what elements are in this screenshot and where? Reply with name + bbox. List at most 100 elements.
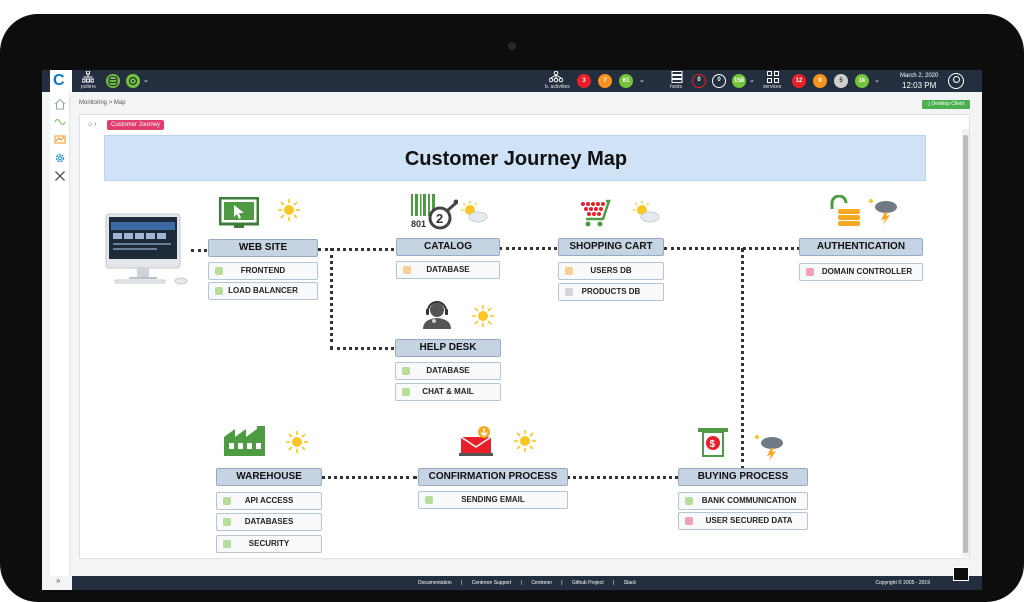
svg-text:$: $: [710, 439, 716, 450]
node-cart-item[interactable]: USERS DB: [558, 262, 664, 280]
administration-tools-icon[interactable]: [54, 170, 66, 182]
status-ok-dot: [223, 497, 231, 505]
status-critical-dot: [685, 517, 693, 525]
services-label: services: [763, 84, 782, 90]
pollers-icon[interactable]: [81, 70, 95, 85]
connector-line: [321, 476, 417, 479]
breadcrumb-separator: >: [108, 100, 113, 106]
scrollbar-thumb[interactable]: [963, 135, 968, 553]
database-status-icon[interactable]: [106, 74, 120, 88]
weather-partly-cloudy-icon: [461, 201, 488, 223]
node-warehouse-item[interactable]: DATABASES: [216, 513, 322, 531]
node-buying-item[interactable]: BANK COMMUNICATION: [678, 492, 808, 510]
status-ok-dot: [402, 388, 410, 396]
hosts-down-count[interactable]: 0: [692, 74, 706, 88]
footer-link-documentation[interactable]: Documentation: [418, 580, 452, 586]
desktop-client-label: Desktop Client: [931, 101, 965, 107]
footer-link-github[interactable]: Github Project: [571, 580, 604, 586]
configuration-gear-icon[interactable]: [54, 152, 66, 164]
screen: C pollers ⌄ b. activities 3 7 61 ⌄: [42, 70, 982, 590]
chevron-down-icon[interactable]: ⌄: [874, 77, 880, 84]
connector-line: [741, 248, 744, 470]
breadcrumb-map[interactable]: Map: [113, 100, 126, 106]
current-time: 12:03 PM: [902, 81, 937, 90]
footer-separator: |: [520, 580, 522, 586]
node-website-title[interactable]: WEB SITE: [208, 239, 318, 257]
fullscreen-icon[interactable]: [953, 567, 969, 581]
status-warning-dot: [565, 267, 573, 275]
node-auth-title[interactable]: AUTHENTICATION: [799, 238, 923, 256]
footer-link-centreon[interactable]: Centreon: [531, 580, 552, 586]
status-ok-dot: [223, 518, 231, 526]
pollers-label: pollers: [81, 84, 96, 90]
hosts-unreachable-count[interactable]: 0: [712, 74, 726, 88]
node-auth-item[interactable]: DOMAIN CONTROLLER: [799, 263, 923, 281]
hosts-up-count[interactable]: 158: [732, 74, 746, 88]
connector-line: [330, 248, 333, 349]
node-catalog-title[interactable]: CATALOG: [396, 238, 500, 256]
copyright-text: Copyright © 2005 - 2019: [875, 580, 930, 586]
node-helpdesk-item[interactable]: DATABASE: [395, 362, 501, 380]
breadcrumb-monitoring[interactable]: Monitoring: [79, 100, 108, 106]
monitoring-icon[interactable]: [54, 116, 66, 128]
node-website-item[interactable]: FRONTEND: [208, 262, 318, 280]
home-icon[interactable]: [54, 98, 66, 110]
customer-journey-tag[interactable]: Customer Journey: [107, 120, 165, 130]
node-warehouse-title[interactable]: WAREHOUSE: [216, 468, 322, 486]
status-ok-dot: [215, 267, 223, 275]
services-icon[interactable]: [767, 71, 779, 85]
top-bar: C pollers ⌄ b. activities 3 7 61 ⌄: [42, 70, 982, 92]
footer-separator: |: [561, 580, 563, 586]
status-ok-dot: [425, 496, 433, 504]
connector-line: [664, 247, 800, 250]
status-warning-dot: [403, 266, 411, 274]
chevron-down-icon[interactable]: ⌄: [749, 77, 755, 84]
breadcrumb: Monitoring > Map: [79, 100, 126, 106]
map-title-banner: Customer Journey Map: [104, 135, 926, 181]
footer-links: Documentation | Centreon Support | Centr…: [72, 580, 982, 586]
node-confirmation-item[interactable]: SENDING EMAIL: [418, 491, 568, 509]
centreon-logo[interactable]: C: [50, 70, 72, 92]
poller-status-icon[interactable]: [126, 74, 140, 88]
chevron-down-icon[interactable]: ⌄: [143, 77, 149, 84]
shopping-cart-icon: [578, 199, 618, 234]
footer-link-support[interactable]: Centreon Support: [471, 580, 512, 586]
confirmation-mail-icon: [458, 425, 494, 462]
node-catalog-item[interactable]: DATABASE: [396, 261, 500, 279]
warehouse-factory-icon: [223, 425, 271, 462]
node-helpdesk-item[interactable]: CHAT & MAIL: [395, 383, 501, 401]
user-avatar-icon[interactable]: [948, 73, 964, 89]
services-ok-count[interactable]: 1k: [855, 74, 869, 88]
bactivities-ok-count[interactable]: 61: [619, 74, 633, 88]
node-warehouse-item[interactable]: API ACCESS: [216, 492, 322, 510]
node-cart-item[interactable]: PRODUCTS DB: [558, 283, 664, 301]
node-helpdesk-title[interactable]: HELP DESK: [395, 339, 501, 357]
bactivities-critical-count[interactable]: 3: [577, 74, 591, 88]
hosts-label: hosts: [670, 84, 682, 90]
home-breadcrumb-icon[interactable]: ⌂ ›: [88, 121, 97, 128]
connector-line: [330, 347, 394, 350]
status-ok-dot: [223, 540, 231, 548]
reporting-icon[interactable]: [54, 134, 66, 146]
desktop-client-button[interactable]: ⤓ Desktop Client: [922, 100, 970, 109]
services-unknown-count[interactable]: 5: [834, 74, 848, 88]
bactivities-warning-count[interactable]: 7: [598, 74, 612, 88]
footer-separator: |: [461, 580, 463, 586]
hosts-icon[interactable]: [671, 71, 683, 85]
chevron-down-icon[interactable]: ⌄: [639, 77, 645, 84]
sidebar-expand-icon[interactable]: »: [56, 576, 61, 585]
node-cart-title[interactable]: SHOPPING CART: [558, 238, 664, 256]
node-buying-title[interactable]: BUYING PROCESS: [678, 468, 808, 486]
business-activities-icon[interactable]: [548, 70, 564, 85]
footer-separator: |: [613, 580, 615, 586]
status-ok-dot: [402, 367, 410, 375]
footer-link-slack[interactable]: Slack: [623, 580, 636, 586]
node-buying-item[interactable]: USER SECURED DATA: [678, 512, 808, 530]
connector-line: [318, 248, 394, 251]
node-website-item[interactable]: LOAD BALANCER: [208, 282, 318, 300]
services-warning-count[interactable]: 9: [813, 74, 827, 88]
services-critical-count[interactable]: 12: [792, 74, 806, 88]
catalog-icon-digit: 2: [436, 211, 443, 226]
node-confirmation-title[interactable]: CONFIRMATION PROCESS: [418, 468, 568, 486]
node-warehouse-item[interactable]: SECURITY: [216, 535, 322, 553]
